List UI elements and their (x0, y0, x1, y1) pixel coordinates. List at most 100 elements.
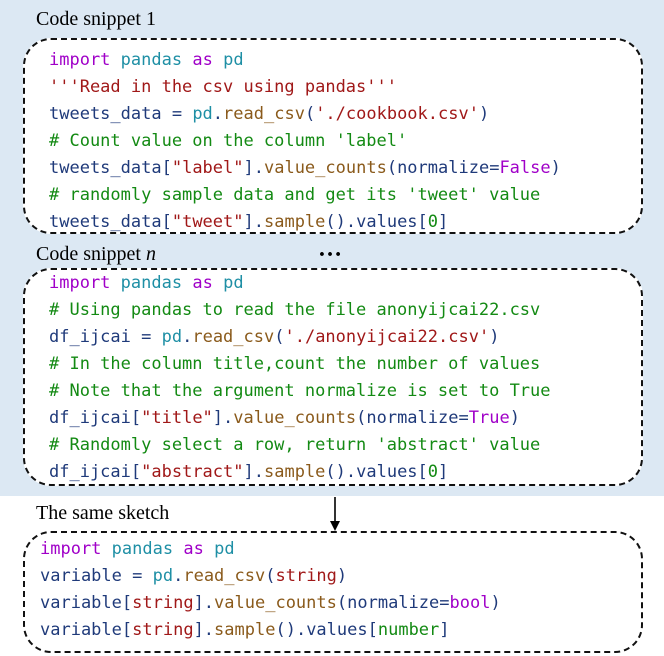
code-token: value_counts (214, 593, 337, 613)
code-token: ( (386, 158, 398, 178)
code-token: df_ijcai (49, 462, 131, 482)
sketch-title: The same sketch (36, 502, 170, 524)
code-token: pd (161, 327, 183, 347)
code-token: "title" (141, 408, 213, 428)
code-token: import (49, 50, 111, 70)
code-token: as (192, 50, 213, 70)
code-token: ) (550, 158, 561, 178)
code-line: variable = pd.read_csv(string) (40, 563, 501, 590)
code-token: ( (265, 566, 276, 586)
code-token: import (40, 539, 102, 559)
code-token: # Count value on the column 'label' (49, 131, 408, 151)
code-token: pd (192, 104, 213, 124)
code-token: [ (121, 620, 133, 640)
code-line: '''Read in the csv using pandas''' (49, 74, 561, 101)
snippet-n-code: import pandas as pd # Using pandas to rea… (49, 270, 551, 486)
code-token: ) (490, 593, 501, 613)
code-token: [ (121, 593, 133, 613)
code-token: (). (325, 462, 357, 482)
snippet-1-box: import pandas as pd '''Read in the csv us… (23, 38, 643, 234)
code-token (213, 50, 223, 70)
code-line: df_ijcai["abstract"].sample().values[0] (49, 459, 551, 486)
code-line: variable[string].value_counts(normalize=… (40, 590, 501, 617)
code-token: pandas (120, 50, 183, 70)
code-token: . (173, 566, 184, 586)
code-line: tweets_data = pd.read_csv('./cookbook.cs… (49, 101, 561, 128)
code-token: ]. (243, 212, 264, 232)
code-token: ] (439, 620, 450, 640)
code-token: as (192, 273, 213, 293)
code-token: sample (263, 212, 326, 232)
code-token: import (49, 273, 111, 293)
code-token: = (458, 408, 469, 428)
code-token: sample (214, 620, 276, 640)
code-token (204, 539, 214, 559)
code-token: ) (489, 327, 500, 347)
code-token: string (275, 566, 337, 586)
code-token: [ (130, 408, 142, 428)
code-token: variable (40, 566, 122, 586)
code-token: False (499, 158, 551, 178)
code-token: ( (356, 408, 367, 428)
code-token: ) (509, 408, 520, 428)
code-token: values (306, 620, 368, 640)
code-token: pandas (120, 273, 183, 293)
code-token: df_ijcai (49, 408, 131, 428)
code-token: ) (478, 104, 490, 124)
code-token: = (130, 327, 162, 347)
code-token: read_csv (223, 104, 305, 124)
code-token: ]. (193, 593, 215, 613)
code-token: variable (40, 620, 122, 640)
code-token: ] (438, 462, 449, 482)
code-token: [ (161, 158, 172, 178)
code-token: ( (274, 327, 285, 347)
code-token: . (212, 104, 224, 124)
code-line: # randomly sample data and get its 'twee… (49, 182, 561, 209)
code-token: True (468, 408, 510, 428)
code-token: as (183, 539, 204, 559)
code-token: tweets_data (49, 212, 162, 232)
code-token: ]. (243, 158, 264, 178)
code-token: [ (417, 212, 428, 232)
code-token: "label" (171, 158, 244, 178)
code-token (101, 539, 111, 559)
snippet-1-code: import pandas as pd '''Read in the csv us… (49, 47, 561, 236)
code-token (213, 273, 223, 293)
code-token: 0 (427, 462, 439, 482)
code-token (182, 273, 192, 293)
snippet-1-title: Code snippet 1 (36, 8, 156, 30)
code-token: normalize (366, 408, 459, 428)
code-line: # Using pandas to read the file anonyijc… (49, 297, 551, 324)
code-line: variable[string].sample().values[number] (40, 617, 501, 644)
code-token: ( (336, 593, 348, 613)
code-token: tweets_data (49, 158, 162, 178)
code-token: ] (438, 212, 449, 232)
code-token: string (132, 620, 194, 640)
code-token: (). (325, 212, 357, 232)
code-token: pd (223, 50, 244, 70)
code-line: tweets_data["label"].value_counts(normal… (49, 155, 561, 182)
code-token: ]. (193, 620, 215, 640)
code-token: ( (304, 104, 316, 124)
code-token: ]. (212, 408, 234, 428)
code-token: = (489, 158, 500, 178)
code-line: df_ijcai = pd.read_csv('./anonyijcai22.c… (49, 324, 551, 351)
code-token (182, 50, 192, 70)
code-token: string (132, 593, 194, 613)
code-token (110, 273, 120, 293)
code-line: tweets_data["tweet"].sample().values[0] (49, 209, 561, 236)
code-token: "tweet" (171, 212, 244, 232)
code-token: pd (214, 539, 235, 559)
code-token: read_csv (192, 327, 275, 347)
code-token: . (182, 327, 193, 347)
snippet-n-box: import pandas as pd # Using pandas to rea… (23, 268, 643, 486)
code-line: import pandas as pd (40, 536, 501, 563)
code-token (110, 50, 120, 70)
code-token: bool (449, 593, 491, 613)
code-token: [ (130, 462, 142, 482)
code-token: pandas (111, 539, 174, 559)
code-token: [ (417, 462, 428, 482)
code-token (173, 539, 183, 559)
code-line: # Randomly select a row, return 'abstrac… (49, 432, 551, 459)
